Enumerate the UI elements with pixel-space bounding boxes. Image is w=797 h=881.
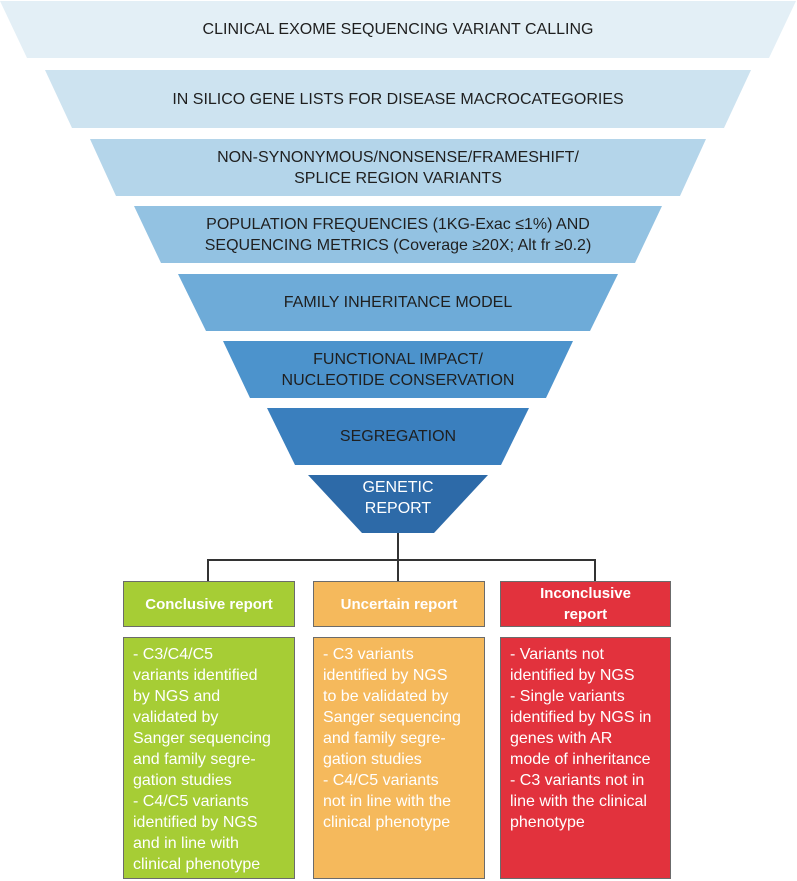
funnel-tier-shape-8 <box>308 475 488 533</box>
funnel-shapes <box>0 1 796 533</box>
funnel-tier-shape-2 <box>45 70 751 128</box>
funnel-tier-shape-7 <box>267 408 529 465</box>
connector-middle <box>397 559 399 581</box>
report-detail-line: clinical phenotype <box>133 856 261 873</box>
funnel-tier-label-line: CLINICAL EXOME SEQUENCING VARIANT CALLIN… <box>202 21 594 38</box>
funnel-tier-shape-4 <box>134 206 662 263</box>
report-detail-line: Sanger sequencing <box>133 730 271 747</box>
connector-left <box>207 559 209 581</box>
report-detail-line: - C3/C4/C5 <box>133 646 214 663</box>
report-detail-line: - Variants not <box>510 646 604 663</box>
connector-right <box>594 559 596 581</box>
report-detail-line: genes with AR <box>510 730 613 747</box>
report-detail-line: by NGS and <box>133 688 221 705</box>
uncertain-report-title: Uncertain report <box>313 581 485 627</box>
report-title-line: report <box>563 606 608 623</box>
funnel-tier-label-line: NON-SYNONYMOUS/NONSENSE/FRAMESHIFT/ <box>217 148 579 166</box>
funnel-tier-3: NON-SYNONYMOUS/NONSENSE/FRAMESHIFT/SPLIC… <box>90 139 706 196</box>
report-detail-line: clinical phenotype <box>323 814 451 831</box>
report-detail-line: and in line with <box>133 835 239 852</box>
funnel-tier-label-line: REPORT <box>364 500 432 517</box>
funnel-tier-label-line: GENETIC <box>362 479 434 496</box>
report-detail-line: validated by <box>133 709 219 726</box>
funnel-tier-5: FAMILY INHERITANCE MODEL <box>178 274 618 331</box>
report-detail-line: mode of inheritance <box>510 751 651 768</box>
funnel-tier-label-line: FAMILY INHERITANCE MODEL <box>283 294 513 311</box>
funnel-tier-label-line: IN SILICO GENE LISTS FOR DISEASE MACROCA… <box>172 90 624 108</box>
report-detail-line: and family segre- <box>133 751 256 768</box>
report-detail-line: gation studies <box>133 772 232 789</box>
report-detail-line: to be validated by <box>323 688 449 705</box>
funnel-tier-label-line: SEQUENCING METRICS (Coverage ≥20X; Alt f… <box>204 236 592 254</box>
report-detail-line: - C3 variants <box>323 646 414 663</box>
report-detail-line: not in line with the <box>323 793 452 810</box>
report-detail-line: identified by NGS <box>510 667 635 684</box>
funnel-tier-label-line: POPULATION FREQUENCIES (1KG-Exac ≤1%) AN… <box>206 215 590 233</box>
funnel-tier-label-line: SEGREGATION <box>339 428 457 445</box>
report-detail-line: identified by NGS <box>133 814 258 831</box>
funnel-tier-shape-5 <box>178 274 618 331</box>
report-title-line: Inconclusive <box>540 585 631 602</box>
report-detail-line: identified by NGS in <box>510 709 652 726</box>
report-detail-line: and family segre- <box>323 730 446 747</box>
uncertain-report-details: - C3 variants identified by NGS to be vali… <box>313 637 485 879</box>
report-title-line: Uncertain report <box>340 595 458 613</box>
report-detail-line: gation studies <box>323 751 422 768</box>
funnel-tier-label-line: SPLICE REGION VARIANTS <box>294 169 502 187</box>
report-detail-line: - C4/C5 variants <box>323 772 439 789</box>
funnel-tier-label-line: FUNCTIONAL IMPACT/ <box>313 350 483 368</box>
inconclusive-report-title: Inconclusive report <box>500 581 671 627</box>
report-detail-line: Sanger sequencing <box>323 709 461 726</box>
funnel-tier-2: IN SILICO GENE LISTS FOR DISEASE MACROCA… <box>45 70 751 128</box>
report-detail-line: - C4/C5 variants <box>133 793 249 810</box>
inconclusive-report-details: - Variants not identified by NGS - Single … <box>500 637 671 879</box>
conclusive-report-title: Conclusive report <box>123 581 295 627</box>
conclusive-report-details: - C3/C4/C5 variants identified by NGS and v… <box>123 637 295 879</box>
funnel-tier-4: POPULATION FREQUENCIES (1KG-Exac ≤1%) AN… <box>134 206 662 263</box>
report-detail-line: phenotype <box>510 814 585 831</box>
report-detail-line: line with the clinical <box>510 793 647 810</box>
funnel-tier-7: SEGREGATION <box>267 408 529 465</box>
funnel-tier-shape-1 <box>0 1 796 58</box>
report-title-line: Conclusive report <box>145 595 273 613</box>
connector-stem <box>397 533 399 560</box>
report-detail-line: - C3 variants not in <box>510 772 645 789</box>
report-detail-line: - Single variants <box>510 688 625 705</box>
funnel-tier-label-line: NUCLEOTIDE CONSERVATION <box>281 371 515 389</box>
funnel-tier-6: FUNCTIONAL IMPACT/NUCLEOTIDE CONSERVATIO… <box>223 341 573 398</box>
funnel-tier-shape-6 <box>223 341 573 398</box>
funnel-tier-shape-3 <box>90 139 706 196</box>
report-detail-line: identified by NGS <box>323 667 448 684</box>
report-detail-line: variants identified <box>133 667 258 684</box>
filtering-funnel: CLINICAL EXOME SEQUENCING VARIANT CALLIN… <box>0 1 796 533</box>
funnel-tier-8: GENETIC REPORT <box>308 476 488 520</box>
funnel-tier-1: CLINICAL EXOME SEQUENCING VARIANT CALLIN… <box>0 1 796 58</box>
connector-bar <box>207 559 596 561</box>
